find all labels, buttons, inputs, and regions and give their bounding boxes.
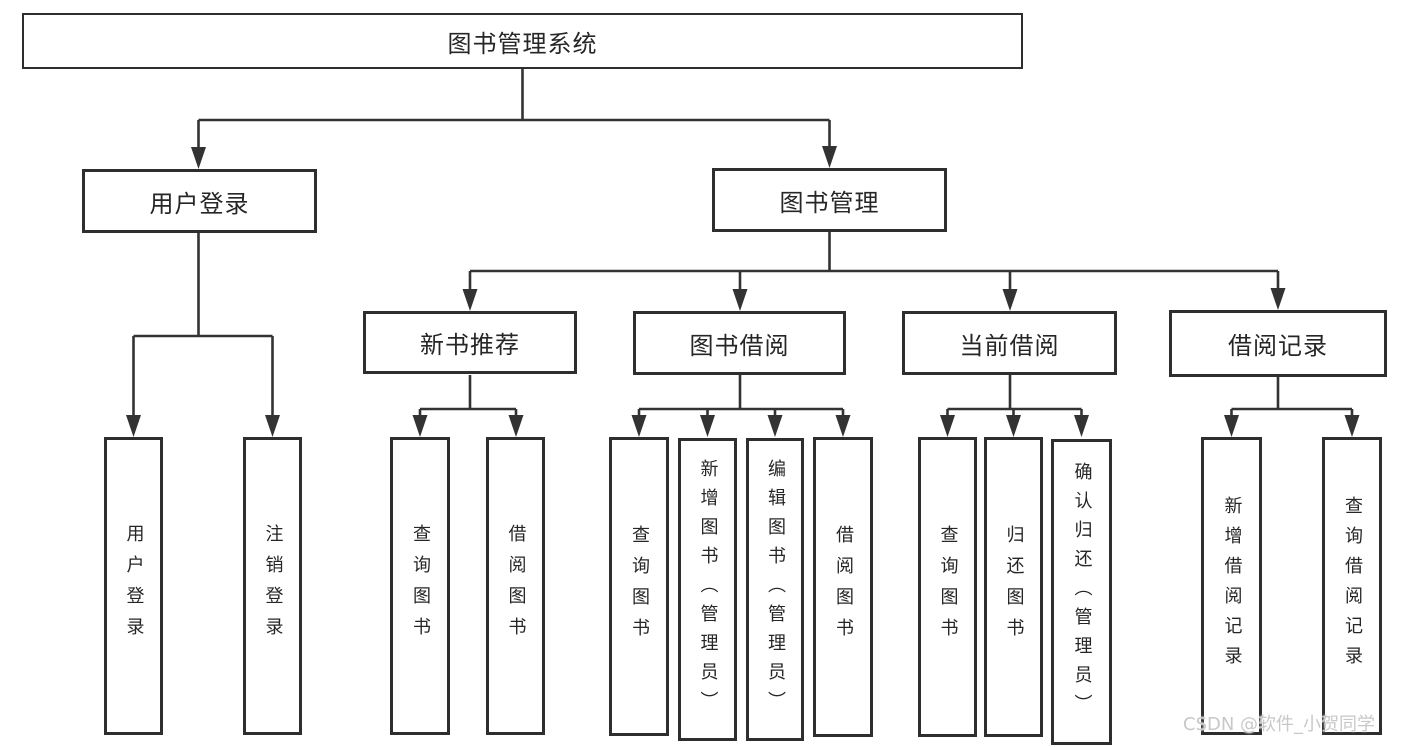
leaf-label: 查询图书 [937, 525, 959, 649]
leaf-label: 新增图书（管理员） [697, 459, 719, 720]
node-current-borrow: 当前借阅 [902, 311, 1117, 375]
watermark: CSDN @软件_小贺同学 [1183, 714, 1376, 735]
leaf-label: 归还图书 [1003, 525, 1025, 649]
node-label: 当前借阅 [959, 331, 1060, 360]
leaf-label: 新增借阅记录 [1221, 496, 1243, 676]
leaf-query-books-1: 查询图书 [390, 437, 450, 735]
leaf-label: 查询图书 [629, 524, 650, 649]
leaf-label: 查询借阅记录 [1342, 496, 1363, 676]
leaf-label: 注销登录 [262, 524, 284, 648]
leaf-edit-book-admin: 编辑图书（管理员） [746, 438, 804, 741]
leaf-query-books-3: 查询图书 [918, 437, 977, 737]
leaf-add-book-admin: 新增图书（管理员） [678, 438, 737, 741]
node-label: 借阅记录 [1228, 332, 1328, 360]
leaf-logout: 注销登录 [243, 437, 302, 735]
node-label: 新书推荐 [420, 331, 520, 359]
leaf-label: 借阅图书 [833, 525, 854, 649]
node-label: 图书管理 [779, 188, 880, 217]
node-label: 图书借阅 [689, 331, 790, 360]
leaf-add-borrow-record: 新增借阅记录 [1201, 437, 1262, 735]
leaf-label: 确认归还（管理员） [1071, 461, 1093, 723]
node-label: 用户登录 [149, 189, 250, 218]
leaf-label: 借阅图书 [505, 524, 527, 648]
leaf-borrow-books-2: 借阅图书 [813, 437, 873, 737]
leaf-query-borrow-record: 查询借阅记录 [1322, 437, 1382, 735]
node-book-borrow: 图书借阅 [633, 311, 846, 375]
leaf-user-login: 用户登录 [104, 437, 163, 735]
node-label: 图书管理系统 [447, 29, 598, 58]
leaf-query-books-2: 查询图书 [609, 437, 669, 736]
leaf-borrow-books-1: 借阅图书 [486, 437, 545, 735]
node-new-book-recommend: 新书推荐 [363, 311, 577, 374]
node-library-management-system: 图书管理系统 [22, 13, 1023, 69]
leaf-return-books: 归还图书 [984, 437, 1043, 737]
leaf-label: 用户登录 [123, 524, 145, 648]
leaf-label: 编辑图书（管理员） [765, 459, 786, 720]
leaf-confirm-return-admin: 确认归还（管理员） [1051, 439, 1112, 745]
node-user-login: 用户登录 [82, 169, 317, 233]
node-book-management: 图书管理 [712, 168, 947, 232]
node-borrow-records: 借阅记录 [1169, 310, 1387, 377]
leaf-label: 查询图书 [410, 524, 431, 648]
